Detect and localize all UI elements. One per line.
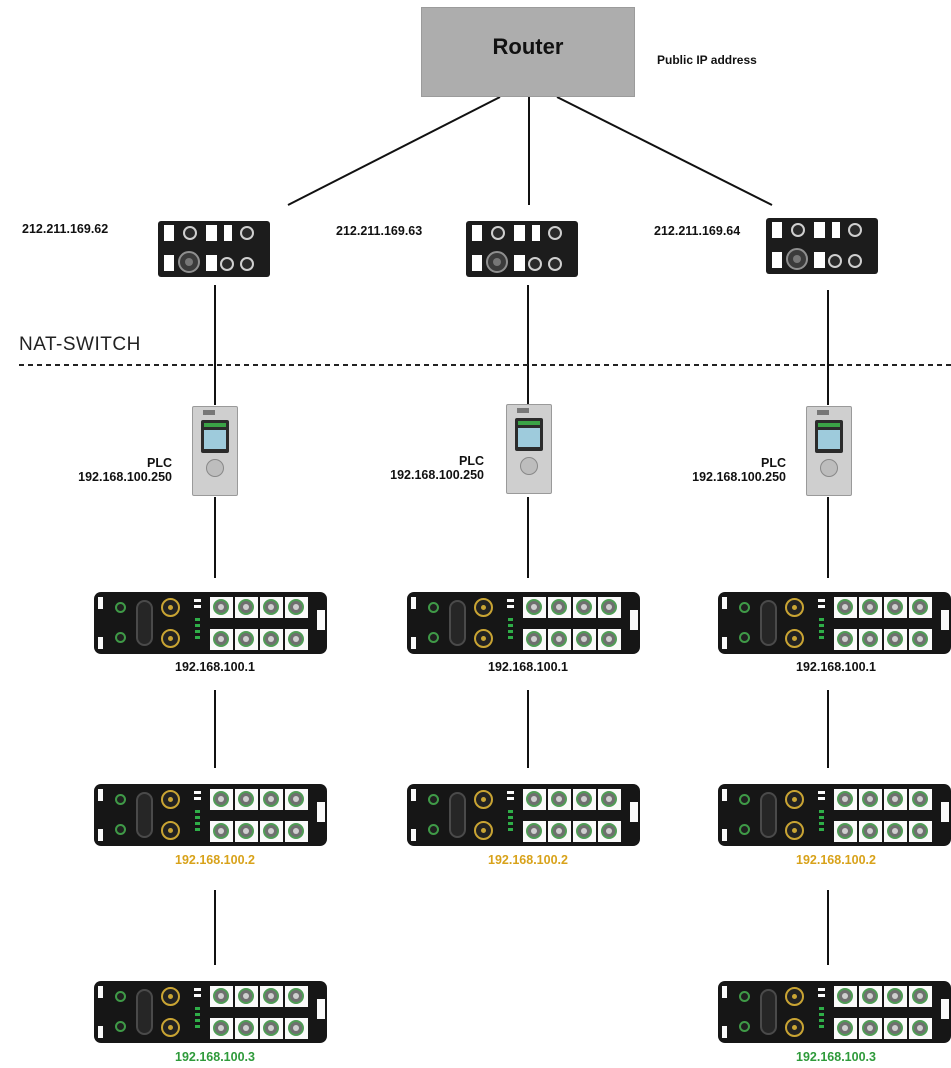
- nat-ip-label: 212.211.169.62: [22, 222, 109, 236]
- module-ip-label: 192.168.100.2: [796, 853, 876, 867]
- module-ip-label: 192.168.100.3: [175, 1050, 255, 1064]
- module-ip-label: 192.168.100.1: [796, 660, 876, 674]
- io-module: [94, 592, 327, 654]
- router-link-3: [556, 96, 773, 206]
- module-ip-label: 192.168.100.2: [175, 853, 255, 867]
- io-module: [718, 784, 951, 846]
- module-ip-label: 192.168.100.3: [796, 1050, 876, 1064]
- nat-ip-label: 212.211.169.64: [654, 224, 741, 238]
- plc-device: [192, 406, 238, 496]
- nat-ip-label: 212.211.169.63: [336, 224, 423, 238]
- io-module: [718, 592, 951, 654]
- io-module: [407, 784, 640, 846]
- module-ip-label: 192.168.100.2: [488, 853, 568, 867]
- plc-label: PLC 192.168.100.250: [692, 456, 786, 484]
- nat-switch-device: [466, 221, 578, 277]
- nat-switch-device: [766, 218, 878, 274]
- plc-device: [506, 404, 552, 494]
- io-module: [718, 981, 951, 1043]
- module-ip-label: 192.168.100.1: [175, 660, 255, 674]
- plc-label: PLC 192.168.100.250: [390, 454, 484, 482]
- io-module: [407, 592, 640, 654]
- io-module: [94, 784, 327, 846]
- router-box: Router: [421, 7, 635, 97]
- router-link-1: [287, 96, 501, 206]
- router-label: Router: [492, 34, 564, 59]
- module-ip-label: 192.168.100.1: [488, 660, 568, 674]
- io-module: [94, 981, 327, 1043]
- plc-device: [806, 406, 852, 496]
- plc-label: PLC 192.168.100.250: [78, 456, 172, 484]
- public-ip-label: Public IP address: [657, 53, 757, 67]
- nat-switch-label: NAT-SWITCH: [19, 334, 141, 355]
- nat-switch-device: [158, 221, 270, 277]
